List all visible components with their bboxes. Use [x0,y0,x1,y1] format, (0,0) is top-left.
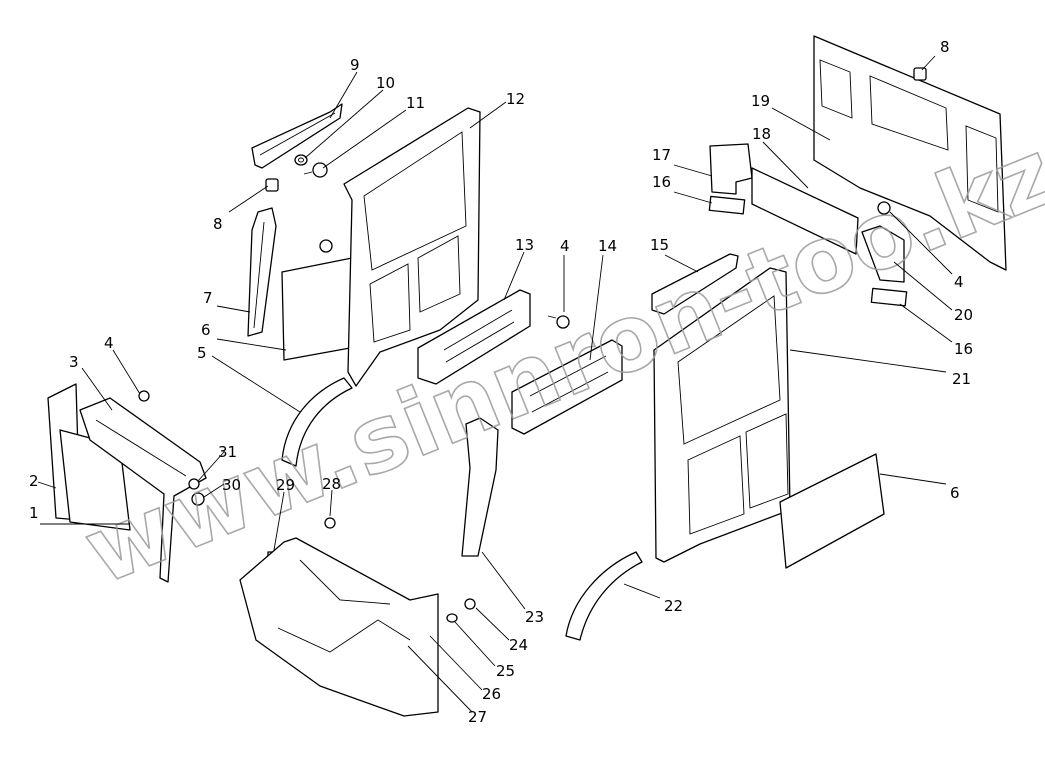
part-27-lower-cover [239,537,439,717]
part-15-trim-strip [651,253,739,315]
part-7-pillar-trim [247,207,277,337]
part-25-washer [446,613,458,623]
callout-22: 22 [664,597,683,615]
callout-20: 20 [954,306,973,324]
part-11-screw [303,162,328,178]
part-5-arch-trim [281,377,353,467]
part-19-upper-panel [813,35,1007,271]
callout-16-lower: 16 [954,340,973,358]
part-17-pad [709,143,753,195]
callout-4-left: 4 [104,334,114,352]
part-28-screw [324,517,336,529]
callout-4-right: 4 [954,273,964,291]
part-21-door-panel [653,267,791,563]
callout-27: 27 [468,708,487,726]
part-4-bolt-right [877,201,891,215]
callout-15: 15 [650,236,669,254]
callout-23: 23 [525,608,544,626]
callout-24: 24 [509,636,528,654]
part-16-pad-bottom [870,287,908,307]
part-18-pad-long [751,167,859,255]
callout-1: 1 [29,504,39,522]
callout-18: 18 [752,125,771,143]
callout-31: 31 [218,443,237,461]
callout-12: 12 [506,90,525,108]
part-13-grille-panel [417,289,531,385]
callout-21: 21 [952,370,971,388]
part-22-arch-trim [565,551,643,641]
callout-5: 5 [197,344,207,362]
part-4-bolt-left [138,390,150,402]
part-16-pad-top [708,195,746,215]
callout-10: 10 [376,74,395,92]
callout-6-left: 6 [201,321,211,339]
callout-16-upper: 16 [652,173,671,191]
callout-6-right: 6 [950,484,960,502]
part-6-insulation-left [281,257,353,361]
callout-8-left: 8 [213,215,223,233]
callout-30: 30 [222,476,241,494]
part-20-pad [861,225,905,283]
part-8-clip-right [913,67,927,81]
part-14-grille-panel [511,339,623,435]
part-10-washer [294,154,308,166]
part-4-bolt-near-12 [319,239,333,253]
leader-lines [37,55,953,713]
callout-14: 14 [598,237,617,255]
callout-labels: 1 2 3 4 5 6 7 8 9 10 11 12 13 4 14 15 17… [29,38,973,726]
part-9-trim-strip [251,103,343,169]
part-3-bracket [79,397,207,583]
watermark-text: www.sinnron-too.kz [70,119,1045,605]
callout-17: 17 [652,146,671,164]
part-23-pillar [461,417,499,557]
callout-3: 3 [69,353,79,371]
part-6-insulation-right [779,453,885,569]
callout-4-middle: 4 [560,237,570,255]
callout-28: 28 [322,475,341,493]
callout-11: 11 [406,94,425,112]
callout-26: 26 [482,685,501,703]
callout-7: 7 [203,289,213,307]
part-24-screw [464,598,476,610]
part-30-nut [191,492,205,506]
part-12-door-panel [343,107,481,387]
callout-9: 9 [350,56,360,74]
part-31-washer [188,478,200,490]
callout-29: 29 [276,476,295,494]
callout-2: 2 [29,472,39,490]
callout-8-right: 8 [940,38,950,56]
callout-19: 19 [751,92,770,110]
callout-13: 13 [515,236,534,254]
part-4-bolt-middle [547,315,570,329]
callout-25: 25 [496,662,515,680]
part-8-clip-left [265,178,279,192]
